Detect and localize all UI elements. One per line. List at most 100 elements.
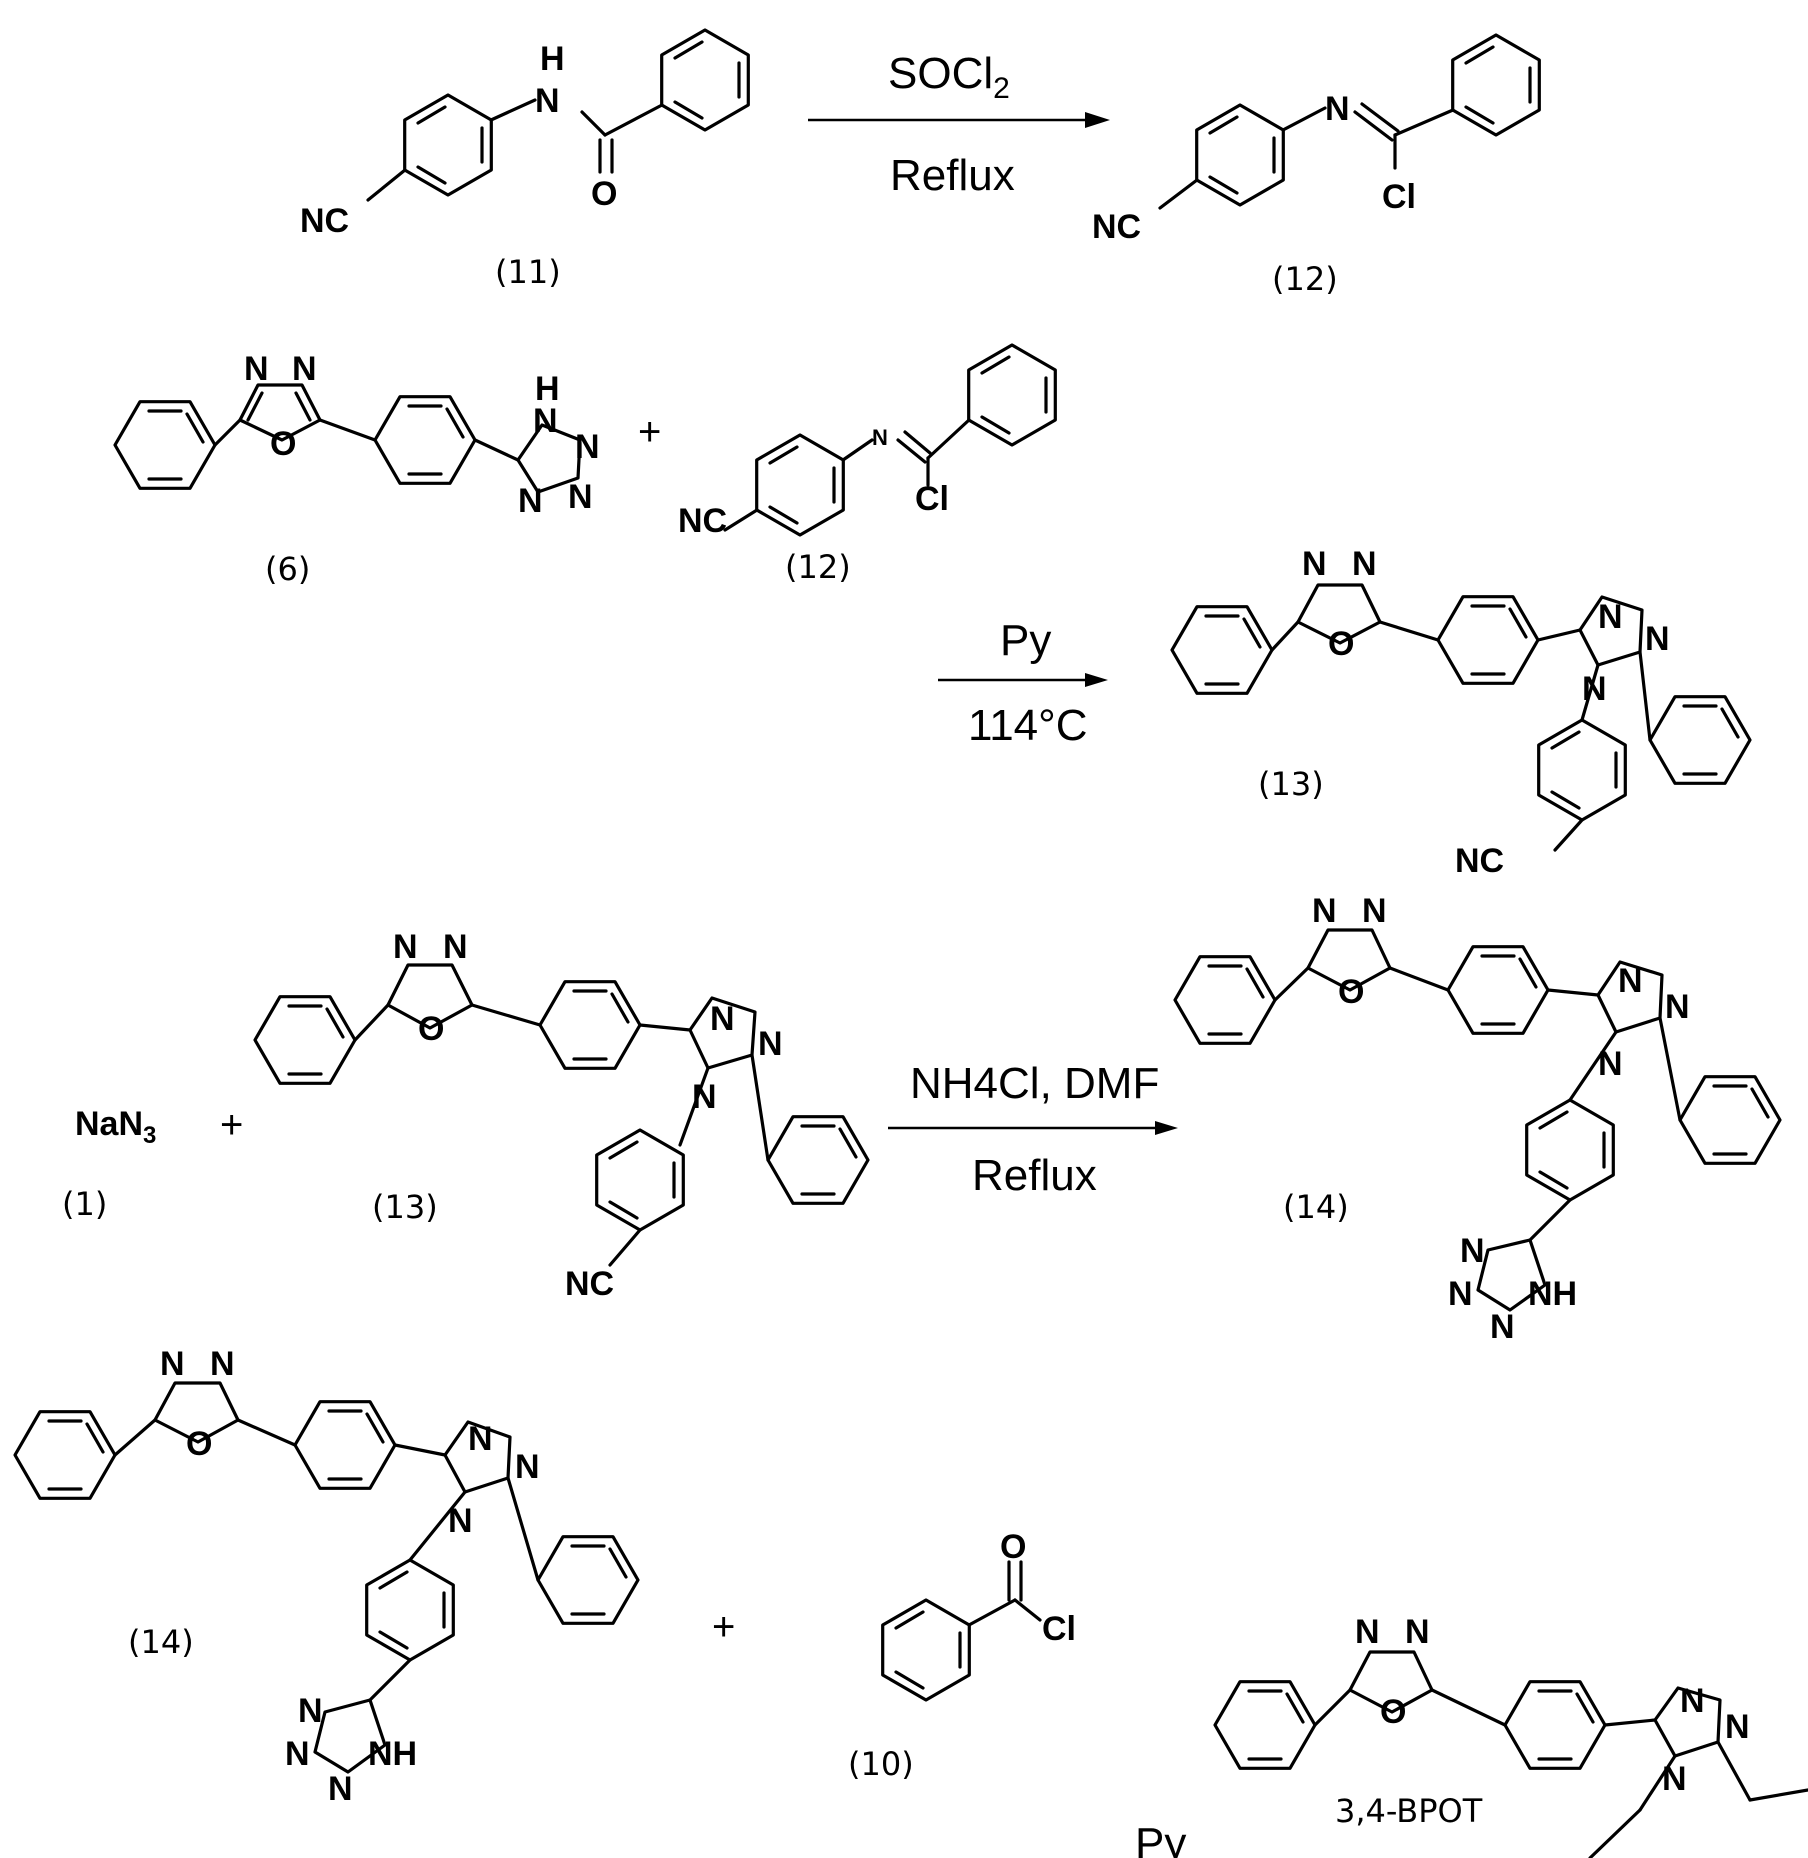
atom-N: N bbox=[468, 1420, 493, 1458]
compound-label-13: (13) bbox=[1258, 765, 1324, 803]
benzene-ring bbox=[597, 1130, 684, 1230]
atom-O: O bbox=[1000, 1528, 1026, 1566]
atom-N: N bbox=[160, 1345, 185, 1383]
atom-N: N bbox=[1598, 598, 1623, 636]
benzene-ring bbox=[1650, 697, 1750, 784]
benzene-ring bbox=[969, 345, 1056, 445]
benzene-ring bbox=[662, 30, 749, 130]
benzene-ring bbox=[1175, 957, 1275, 1044]
benzene-ring bbox=[538, 1537, 638, 1624]
compound-label-14: (14) bbox=[1283, 1188, 1349, 1226]
atom-N: N bbox=[1680, 1682, 1705, 1720]
atom-N: N bbox=[393, 928, 418, 966]
atom-H: H bbox=[540, 40, 565, 78]
atom-N: N bbox=[1618, 962, 1643, 1000]
benzene-ring bbox=[757, 435, 844, 535]
benzene-ring bbox=[883, 1600, 970, 1700]
atom-NC: NC bbox=[1455, 842, 1504, 880]
atom-Cl: Cl bbox=[1042, 1610, 1076, 1648]
atom-O: O bbox=[1380, 1693, 1406, 1731]
compound-12: N Cl NC (12) bbox=[1092, 35, 1539, 298]
atom-NH: NH bbox=[368, 1735, 417, 1773]
compound-label-13b: (13) bbox=[372, 1188, 438, 1226]
benzene-ring bbox=[1172, 607, 1272, 694]
compound-10: O Cl (10) bbox=[848, 1528, 1076, 1783]
plus-sign: + bbox=[712, 1605, 735, 1649]
atom-N: N bbox=[1598, 1045, 1623, 1083]
atom-NC: NC bbox=[300, 202, 349, 240]
atom-N: N bbox=[575, 428, 600, 466]
atom-Cl: Cl bbox=[1382, 178, 1416, 216]
condition-114c: 114°C bbox=[968, 701, 1088, 750]
benzene-ring bbox=[1680, 1077, 1780, 1164]
compound-3-4-bpot: N N O N N N 3,4-BPOT bbox=[1215, 1613, 1808, 1858]
compound-label-12b: (12) bbox=[785, 548, 851, 586]
compound-13-reactant: N N O N N N NC (13) bbox=[255, 928, 868, 1303]
compound-11: H N O NC (11) bbox=[300, 30, 748, 291]
reagent-socl2: SOCl2 bbox=[888, 49, 1010, 105]
compound-6: N N O H N N N N (6) bbox=[115, 350, 600, 588]
compound-label-10: (10) bbox=[848, 1745, 914, 1783]
benzene-ring bbox=[1215, 1682, 1315, 1769]
atom-N: N bbox=[1460, 1232, 1485, 1270]
atom-N: N bbox=[292, 350, 317, 388]
atom-N: N bbox=[1325, 90, 1350, 128]
benzene-ring bbox=[1453, 35, 1540, 135]
reagent-nh4cl-dmf: NH4Cl, DMF bbox=[910, 1059, 1159, 1108]
product-name-3-4-bpot: 3,4-BPOT bbox=[1335, 1792, 1483, 1830]
atom-N: N bbox=[1665, 988, 1690, 1026]
atom-N: N bbox=[285, 1735, 310, 1773]
atom-N: N bbox=[1352, 545, 1377, 583]
atom-N: N bbox=[244, 350, 269, 388]
atom-NH: NH bbox=[1528, 1275, 1577, 1313]
benzene-ring bbox=[295, 1402, 395, 1489]
atom-N: N bbox=[1302, 545, 1327, 583]
benzene-ring bbox=[1197, 105, 1284, 205]
atom-Cl: Cl bbox=[915, 480, 949, 518]
atom-N: N bbox=[692, 1078, 717, 1116]
atom-O: O bbox=[270, 425, 296, 463]
condition-reflux: Reflux bbox=[972, 1151, 1097, 1200]
plus-sign: + bbox=[638, 410, 661, 454]
reagent-py: Py bbox=[1135, 1819, 1186, 1858]
compound-label-11: (11) bbox=[495, 253, 561, 291]
atom-NC: NC bbox=[1092, 208, 1141, 246]
benzene-ring bbox=[115, 402, 215, 489]
atom-N: N bbox=[210, 1345, 235, 1383]
benzene-ring bbox=[1448, 947, 1548, 1034]
compound-label-12: (12) bbox=[1272, 260, 1338, 298]
atom-N: N bbox=[1725, 1708, 1750, 1746]
compound-12-reactant: N Cl NC (12) bbox=[678, 345, 1055, 586]
atom-O: O bbox=[1328, 625, 1354, 663]
benzene-ring bbox=[375, 397, 475, 484]
atom-NC: NC bbox=[678, 502, 727, 540]
benzene-ring bbox=[768, 1117, 868, 1204]
atom-N: N bbox=[328, 1770, 353, 1808]
atom-N: N bbox=[1582, 670, 1607, 708]
benzene-ring bbox=[405, 95, 492, 195]
benzene-ring bbox=[255, 997, 355, 1084]
atom-N: N bbox=[568, 478, 593, 516]
atom-N: N bbox=[448, 1502, 473, 1540]
atom-N: N bbox=[1645, 620, 1670, 658]
compound-label-14b: (14) bbox=[128, 1623, 194, 1661]
benzene-ring bbox=[367, 1560, 454, 1660]
compound-14-reactant: N N O N N N N N N NH (14) bbox=[15, 1345, 638, 1808]
atom-N: N bbox=[515, 1448, 540, 1486]
atom-O: O bbox=[591, 175, 617, 213]
reagent-py: Py bbox=[1000, 616, 1051, 665]
atom-N: N bbox=[1312, 892, 1337, 930]
compound-label-1: (1) bbox=[62, 1185, 107, 1223]
atom-N: N bbox=[1448, 1275, 1473, 1313]
reaction-arrow-2: Py 114°C bbox=[938, 616, 1108, 750]
atom-O: O bbox=[418, 1010, 444, 1048]
atom-O: O bbox=[1338, 973, 1364, 1011]
atom-N: N bbox=[872, 425, 888, 450]
compound-13: N N O N N N NC (13) bbox=[1172, 545, 1750, 880]
reaction-arrow-1: SOCl2 Reflux bbox=[808, 49, 1110, 200]
benzene-ring bbox=[1505, 1682, 1605, 1769]
atom-N: N bbox=[518, 482, 543, 520]
condition-reflux: Reflux bbox=[890, 151, 1015, 200]
atom-N: N bbox=[1355, 1613, 1380, 1651]
